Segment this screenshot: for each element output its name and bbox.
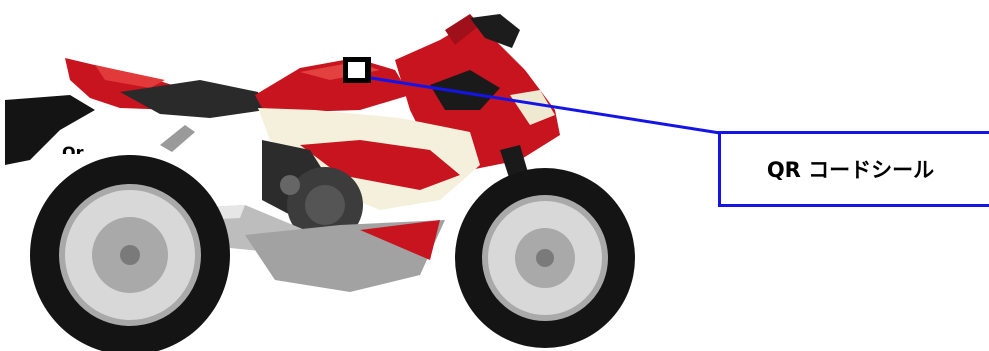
stray-text-fragment: Qr xyxy=(62,140,84,154)
motorcycle-illustration xyxy=(5,14,635,351)
qr-code-sticker-callout: QR コードシール xyxy=(718,131,989,207)
callout-label-text: QR コードシール xyxy=(767,154,934,184)
rear-tail-fender xyxy=(5,95,95,165)
